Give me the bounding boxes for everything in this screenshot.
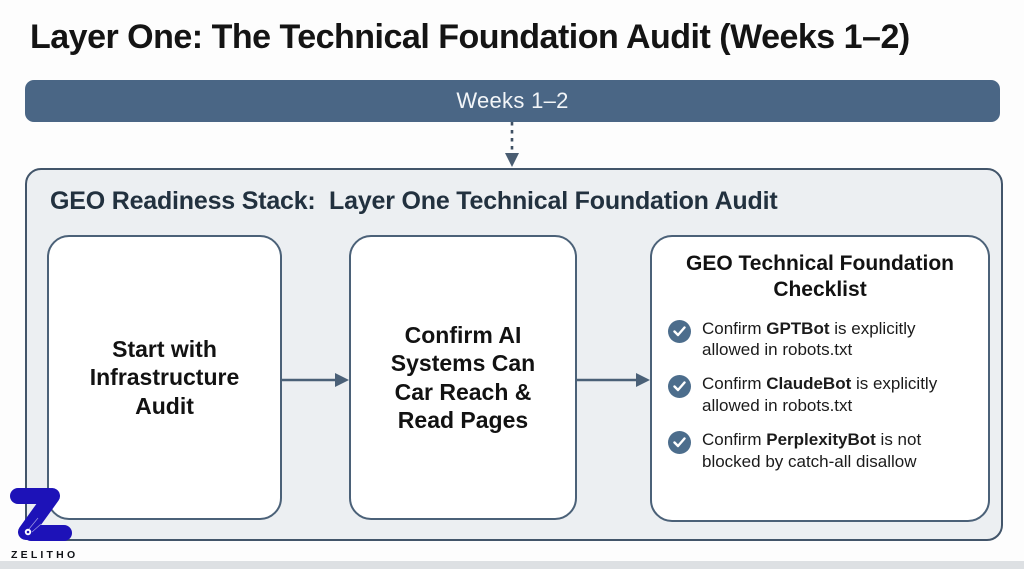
stack-container: GEO Readiness Stack: Layer One Technical… bbox=[25, 168, 1003, 541]
checklist-item: Confirm ClaudeBot is explicitly allowed … bbox=[668, 373, 972, 416]
step-label: Confirm AI Systems Can Car Reach & Read … bbox=[390, 322, 536, 433]
checklist-items: Confirm GPTBot is explicitly allowed in … bbox=[668, 318, 972, 472]
check-icon bbox=[668, 319, 691, 343]
checklist-box: GEO Technical Foundation Checklist Confi… bbox=[650, 235, 990, 522]
checklist-item-text: Confirm GPTBot is explicitly allowed in … bbox=[702, 318, 916, 359]
checklist-title: GEO Technical Foundation Checklist bbox=[686, 252, 954, 302]
check-icon bbox=[668, 375, 691, 399]
step-label: Start with Infrastructure Audit bbox=[89, 336, 240, 419]
logo-z-icon bbox=[10, 488, 72, 541]
bot-name: ClaudeBot bbox=[766, 374, 852, 394]
checklist-item: Confirm GPTBot is explicitly allowed in … bbox=[668, 318, 972, 361]
checklist-item: Confirm PerplexityBot is not blocked by … bbox=[668, 429, 972, 472]
bot-name: GPTBot bbox=[766, 318, 830, 338]
bot-name: PerplexityBot bbox=[766, 430, 876, 450]
arrow-down-dotted-icon bbox=[505, 122, 519, 167]
footer-bar bbox=[0, 561, 1024, 569]
arrow-right-icon bbox=[576, 373, 650, 387]
checklist-item-text: Confirm ClaudeBot is explicitly allowed … bbox=[702, 374, 938, 415]
zelitho-logo: ZELITHO bbox=[8, 486, 84, 561]
page-title: Layer One: The Technical Foundation Audi… bbox=[30, 18, 910, 56]
stack-header: GEO Readiness Stack: Layer One Technical… bbox=[50, 187, 778, 215]
weeks-banner-label: Weeks 1–2 bbox=[456, 88, 569, 113]
checklist-item-text: Confirm PerplexityBot is not blocked by … bbox=[702, 430, 922, 471]
step-box-infrastructure-audit: Start with Infrastructure Audit bbox=[47, 235, 282, 520]
check-icon bbox=[668, 431, 691, 455]
step-box-ai-systems-reach: Confirm AI Systems Can Car Reach & Read … bbox=[349, 235, 577, 520]
arrow-right-icon bbox=[280, 373, 349, 387]
logo-wordmark: ZELITHO bbox=[11, 549, 79, 561]
weeks-banner: Weeks 1–2 bbox=[25, 80, 1000, 122]
